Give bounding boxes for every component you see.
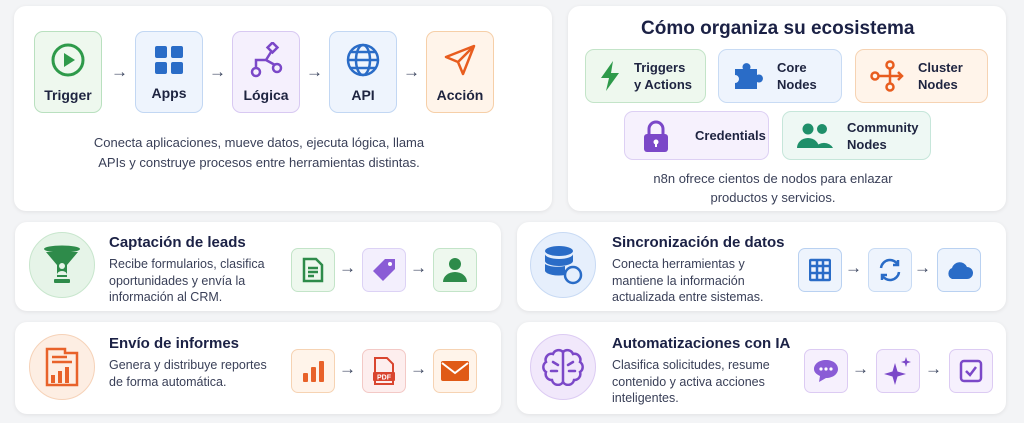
arrow-icon: → bbox=[914, 258, 931, 277]
ecosystem-title: Cómo organiza su ecosistema bbox=[641, 18, 915, 39]
case-desc: Clasifica solicitudes, resume contenido … bbox=[612, 358, 770, 405]
globe-icon bbox=[346, 43, 380, 76]
brain-circle bbox=[530, 334, 596, 400]
flow-step-api[interactable]: API bbox=[329, 31, 397, 113]
flow-panel: Trigger → Apps → Lógica → API → Acción C… bbox=[14, 6, 552, 211]
flow-step-label: Lógica bbox=[243, 86, 289, 103]
report-icon bbox=[45, 347, 79, 387]
case-desc: Recibe formularios, clasifica oportunida… bbox=[109, 257, 265, 304]
case-title: Sincronización de datos bbox=[612, 234, 785, 251]
form-icon bbox=[291, 248, 335, 292]
play-icon bbox=[51, 43, 85, 76]
case-title: Captación de leads bbox=[109, 234, 246, 251]
sparkle-icon bbox=[876, 349, 920, 393]
tag-icon bbox=[362, 248, 406, 292]
cloud-icon bbox=[937, 248, 981, 292]
arrow-icon: → bbox=[209, 62, 226, 81]
flow-step-label: API bbox=[351, 86, 375, 103]
funnel-circle bbox=[29, 232, 95, 298]
ecosystem-caption: n8n ofrece cientos de nodos para enlazar… bbox=[653, 171, 893, 205]
report-circle bbox=[29, 334, 95, 400]
cluster-icon bbox=[870, 60, 904, 92]
pdf-icon: PDF bbox=[362, 349, 406, 393]
flow-step-label: Trigger bbox=[44, 86, 92, 103]
brain-icon bbox=[542, 348, 584, 386]
svg-text:PDF: PDF bbox=[377, 375, 392, 382]
user-icon bbox=[433, 248, 477, 292]
flow-step-accion[interactable]: Acción bbox=[426, 31, 494, 113]
database-sync-icon bbox=[545, 246, 583, 285]
case-card-reports[interactable]: Envío de informes Genera y distribuye re… bbox=[15, 322, 501, 414]
arrow-icon: → bbox=[111, 62, 128, 81]
grid-icon bbox=[155, 45, 183, 74]
flow-step-label: Apps bbox=[151, 84, 187, 101]
case-card-ai[interactable]: Automatizaciones con IA Clasifica solici… bbox=[517, 322, 1006, 414]
case-title: Envío de informes bbox=[109, 335, 240, 352]
send-icon bbox=[444, 44, 476, 75]
arrow-icon: → bbox=[925, 359, 942, 378]
case-card-leads[interactable]: Captación de leads Recibe formularios, c… bbox=[15, 222, 501, 311]
flow-step-logica[interactable]: Lógica bbox=[232, 31, 300, 113]
arrow-icon: → bbox=[403, 62, 420, 81]
arrow-icon: → bbox=[845, 258, 862, 277]
arrow-icon: → bbox=[339, 258, 356, 277]
checkbox-icon bbox=[949, 349, 993, 393]
arrow-icon: → bbox=[339, 359, 356, 378]
node-credentials[interactable]: Credentials bbox=[624, 111, 769, 160]
database-circle bbox=[530, 232, 596, 298]
branch-icon bbox=[250, 41, 283, 77]
puzzle-icon bbox=[735, 63, 763, 89]
chat-icon bbox=[804, 349, 848, 393]
case-desc: Conecta herramientas y mantiene la infor… bbox=[612, 257, 764, 304]
bar-chart-icon bbox=[291, 349, 335, 393]
funnel-icon bbox=[44, 245, 80, 283]
flow-caption: Conecta aplicaciones, mueve datos, ejecu… bbox=[93, 135, 425, 170]
lock-icon bbox=[644, 120, 668, 152]
users-icon bbox=[797, 123, 833, 148]
lightning-icon bbox=[601, 61, 619, 91]
arrow-icon: → bbox=[852, 359, 869, 378]
flow-step-label: Acción bbox=[436, 86, 484, 103]
mail-icon bbox=[433, 349, 477, 393]
arrow-icon: → bbox=[410, 258, 427, 277]
sync-icon bbox=[868, 248, 912, 292]
table-icon bbox=[798, 248, 842, 292]
case-card-sync[interactable]: Sincronización de datos Conecta herramie… bbox=[517, 222, 1006, 311]
case-desc: Genera y distribuye reportes de forma au… bbox=[109, 358, 267, 389]
arrow-icon: → bbox=[306, 62, 323, 81]
case-title: Automatizaciones con IA bbox=[612, 335, 791, 352]
flow-step-trigger[interactable]: Trigger bbox=[34, 31, 102, 113]
flow-step-apps[interactable]: Apps bbox=[135, 31, 203, 113]
arrow-icon: → bbox=[410, 359, 427, 378]
